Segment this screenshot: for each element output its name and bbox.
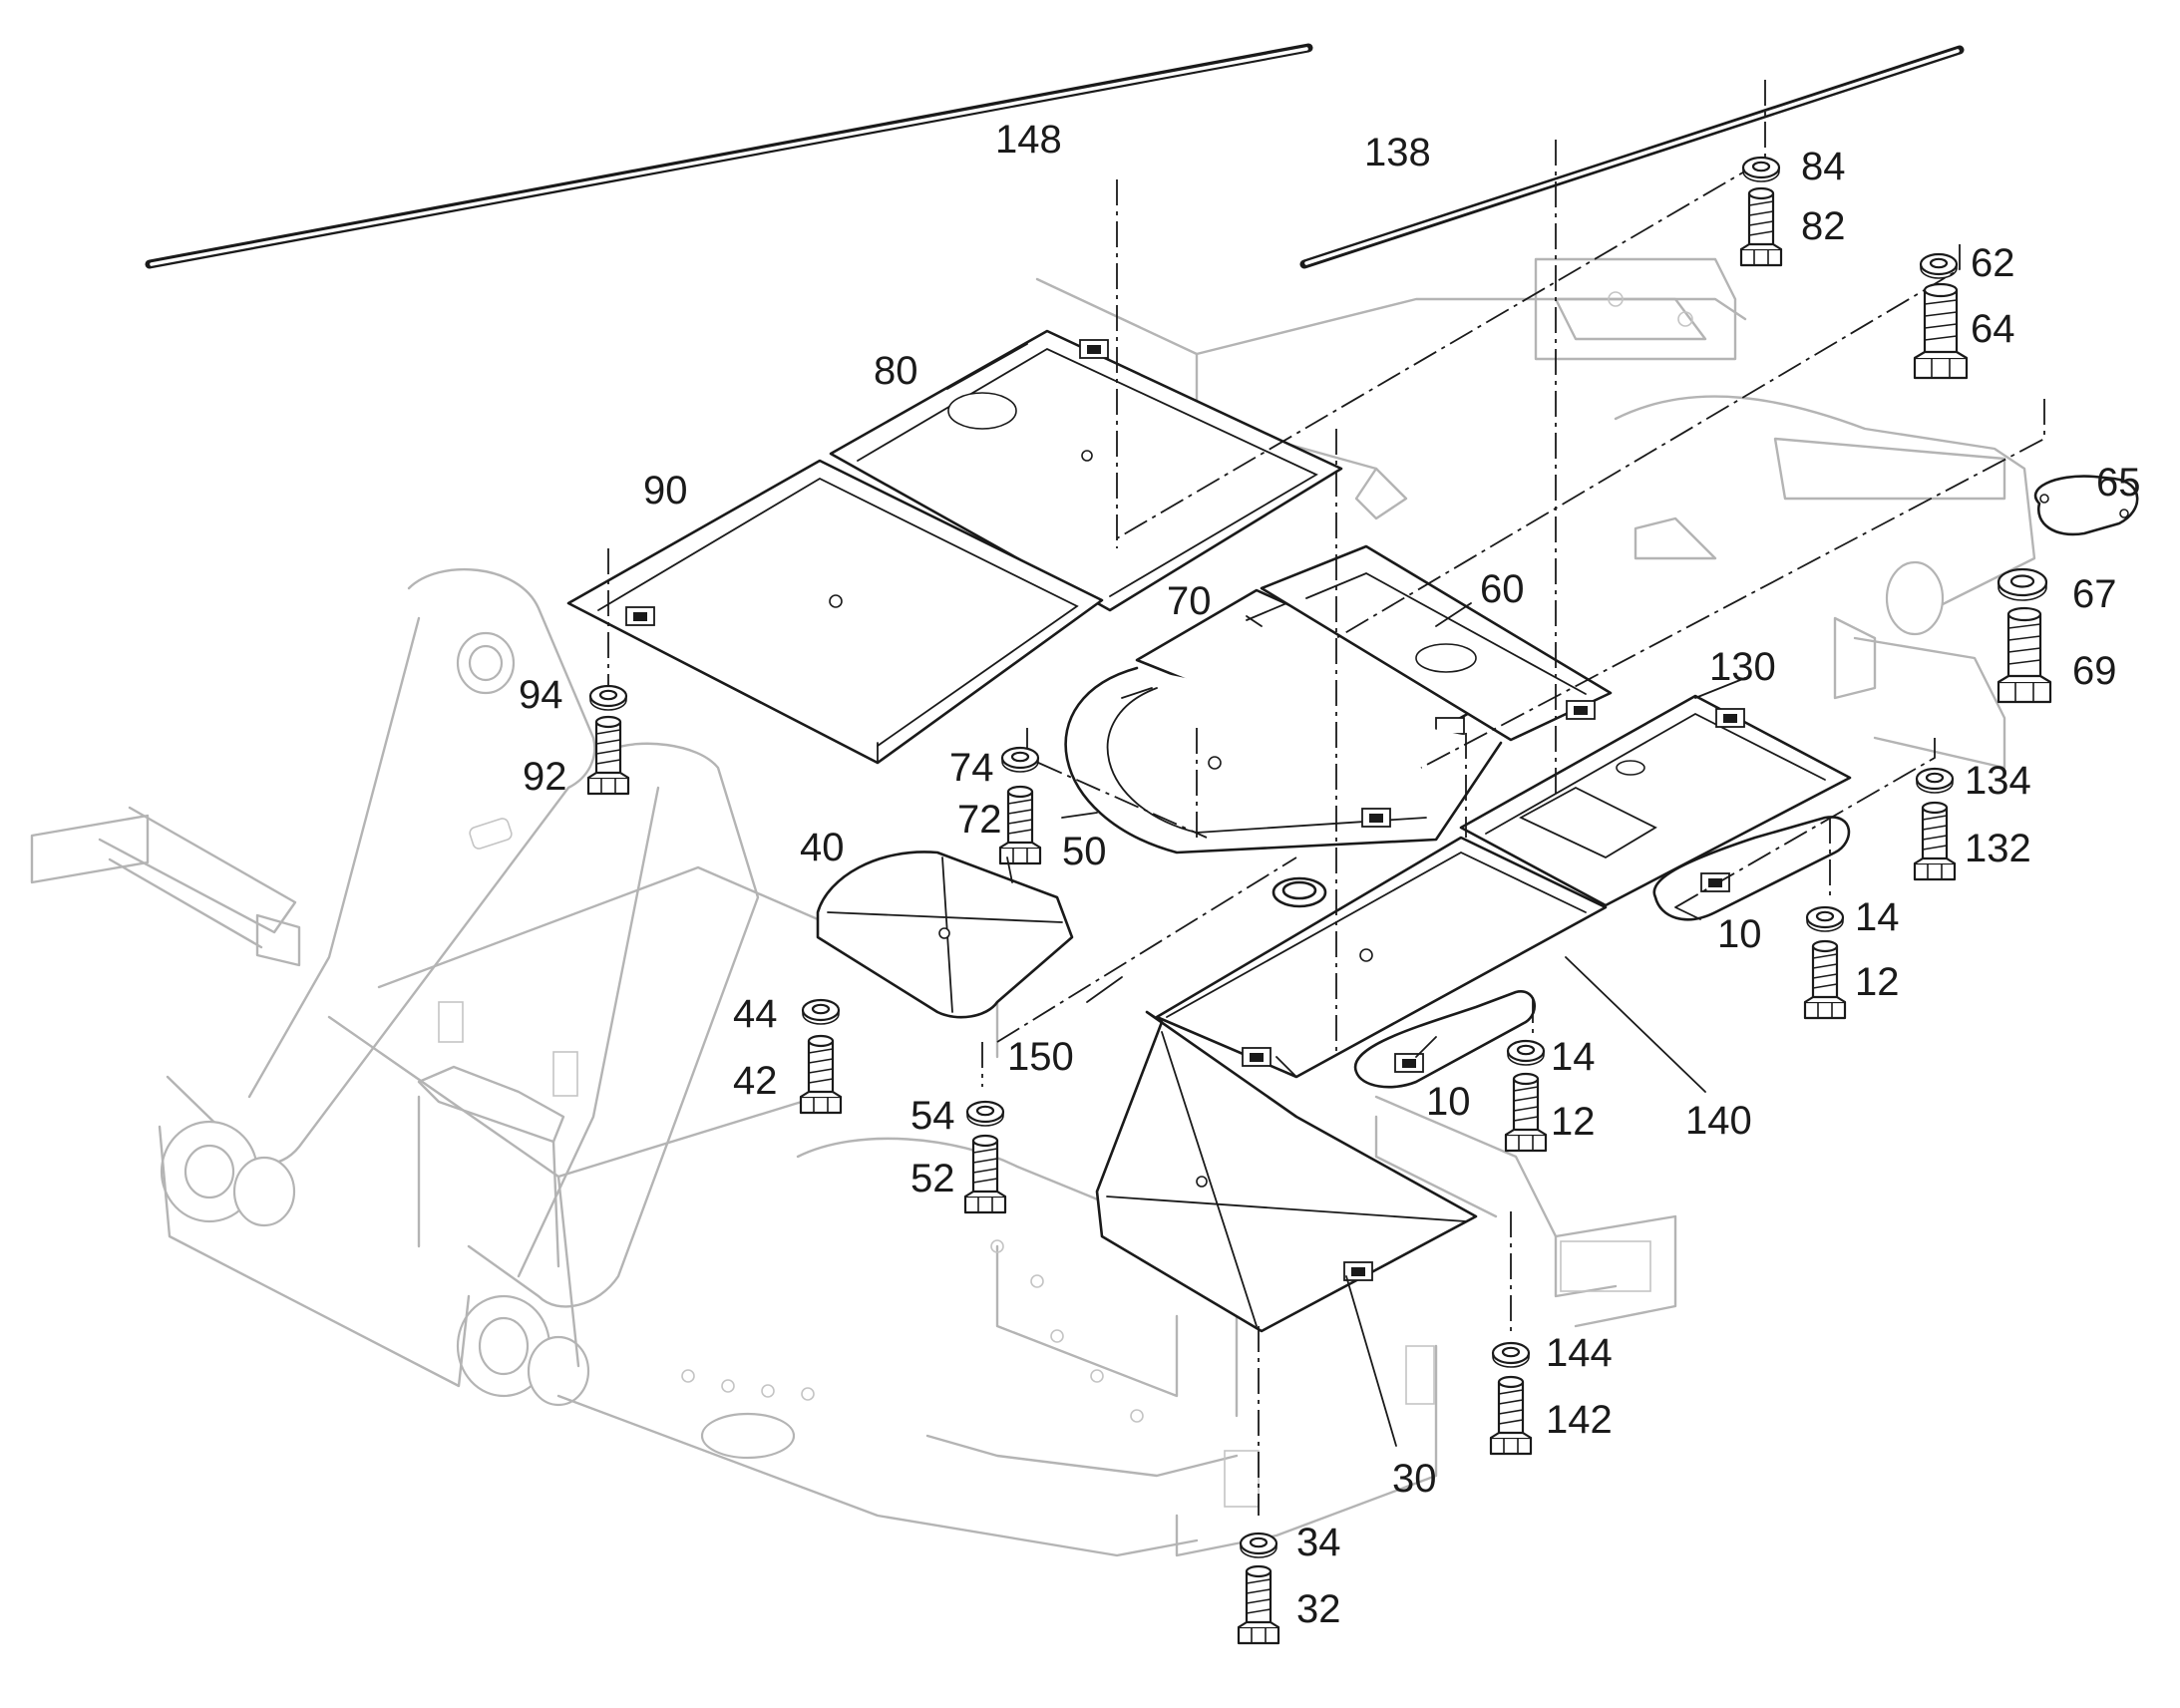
seal-strip-148-icon xyxy=(145,43,1313,269)
cover-plate-90 xyxy=(566,459,1104,765)
callout-10-lower: 10 xyxy=(1426,1080,1471,1124)
callout-130: 130 xyxy=(1709,645,1776,689)
callout-134: 134 xyxy=(1965,759,2031,803)
callout-44: 44 xyxy=(733,992,778,1036)
callout-62: 62 xyxy=(1971,241,2015,285)
cover-plate-140 xyxy=(1155,836,1608,1079)
callout-142: 142 xyxy=(1546,1398,1613,1442)
cover-plate-50 xyxy=(1064,666,1503,854)
callout-labels: 148 138 84 82 62 64 80 90 65 70 60 67 13… xyxy=(519,118,2141,1631)
callout-82: 82 xyxy=(1801,204,1846,248)
washer-icon xyxy=(1491,1341,1531,1369)
cover-plate-10-lower xyxy=(1353,990,1536,1089)
gasket-65 xyxy=(2033,475,2139,536)
callout-64: 64 xyxy=(1971,307,2015,351)
callout-84: 84 xyxy=(1801,145,1846,188)
callout-132: 132 xyxy=(1965,827,2031,870)
callout-32: 32 xyxy=(1296,1587,1341,1631)
callout-140: 140 xyxy=(1685,1099,1752,1143)
leader-lines xyxy=(1006,602,1746,1447)
hex-bolt-icon xyxy=(1997,606,2052,704)
hex-bolt-icon xyxy=(1489,1375,1533,1456)
callout-40: 40 xyxy=(800,826,845,869)
callout-69: 69 xyxy=(2072,649,2117,693)
hex-bolt-icon xyxy=(1913,282,1969,380)
callout-42: 42 xyxy=(733,1059,778,1103)
parts xyxy=(145,43,2139,1645)
hex-bolt-icon xyxy=(1803,939,1847,1020)
callout-34: 34 xyxy=(1296,1521,1341,1564)
hex-bolt-icon xyxy=(1913,801,1957,881)
washer-icon xyxy=(1805,905,1845,933)
seal-strip-138-icon xyxy=(1299,45,1965,269)
washer-icon xyxy=(801,998,841,1026)
callout-72: 72 xyxy=(957,798,1002,842)
washer-icon xyxy=(965,1100,1005,1128)
washer-icon xyxy=(1506,1039,1546,1067)
cover-plate-40 xyxy=(816,851,1074,1019)
callout-10-right: 10 xyxy=(1717,912,1762,956)
callout-74: 74 xyxy=(949,746,994,790)
hex-bolt-icon xyxy=(1739,186,1783,267)
callout-138: 138 xyxy=(1364,131,1431,174)
callout-70: 70 xyxy=(1167,579,1212,623)
cover-plate-130 xyxy=(1459,694,1852,907)
callout-12-lower: 12 xyxy=(1551,1100,1596,1144)
washer-icon xyxy=(1239,1532,1278,1559)
hex-bolt-icon xyxy=(799,1034,843,1115)
callout-90: 90 xyxy=(643,469,688,512)
washer-icon xyxy=(1000,746,1040,774)
hex-bolt-icon xyxy=(998,785,1042,865)
callout-94: 94 xyxy=(519,673,563,717)
callout-54: 54 xyxy=(910,1094,955,1138)
callout-148: 148 xyxy=(995,118,1062,162)
callout-80: 80 xyxy=(874,349,918,393)
cover-plate-10-right xyxy=(1652,816,1851,921)
washer-icon xyxy=(1915,767,1955,795)
ring-150 xyxy=(1272,876,1327,908)
callout-144: 144 xyxy=(1546,1331,1613,1375)
callout-65: 65 xyxy=(2096,461,2141,505)
assembly-axes xyxy=(607,80,2045,1516)
callout-67: 67 xyxy=(2072,572,2117,616)
hex-bolt-icon xyxy=(1237,1564,1280,1645)
hex-bolt-icon xyxy=(1504,1072,1548,1153)
callout-14-lower: 14 xyxy=(1551,1035,1596,1079)
washer-icon xyxy=(1997,567,2048,602)
callout-50: 50 xyxy=(1062,830,1107,873)
washer-icon xyxy=(588,684,628,712)
washer-icon xyxy=(1919,252,1959,280)
hex-bolt-icon xyxy=(963,1134,1007,1214)
callout-150: 150 xyxy=(1007,1035,1074,1079)
cover-plate-60 xyxy=(1260,544,1613,742)
callout-92: 92 xyxy=(523,755,567,799)
callout-14-right: 14 xyxy=(1855,895,1900,939)
callout-52: 52 xyxy=(910,1157,955,1200)
callout-30: 30 xyxy=(1392,1457,1437,1501)
callout-60: 60 xyxy=(1480,567,1525,611)
cover-plate-30 xyxy=(1095,1010,1478,1333)
washer-icon xyxy=(1741,156,1781,183)
machine-frame xyxy=(30,257,2036,1557)
callout-12-right: 12 xyxy=(1855,960,1900,1004)
